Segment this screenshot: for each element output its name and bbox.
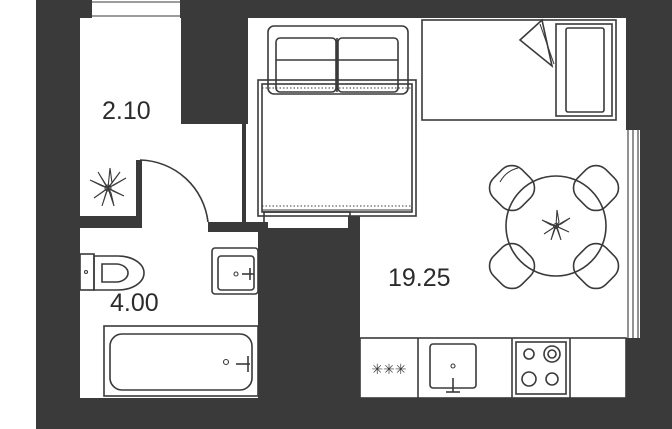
kitchen-counter: ✳✳✳ xyxy=(359,337,627,399)
inner-wall-center xyxy=(268,228,348,398)
inner-wall-hall-divider xyxy=(238,18,248,124)
chair-icon xyxy=(572,242,620,290)
area-label-hallway: 2.10 xyxy=(102,97,151,125)
floor-under-bed xyxy=(246,18,370,240)
entrance-opening xyxy=(92,0,180,18)
hob-symbol: ✳✳✳ xyxy=(371,362,406,378)
toilet-icon xyxy=(79,253,145,291)
bed-icon xyxy=(421,18,617,121)
sink-icon xyxy=(211,247,259,295)
plant-icon xyxy=(541,209,571,241)
inner-wall-hall-bottom xyxy=(80,216,142,228)
inner-wall-hall-left-lower xyxy=(136,160,142,228)
floor-bathroom xyxy=(80,228,260,398)
sink-icon xyxy=(429,343,477,393)
sofa-icon xyxy=(267,25,409,95)
inner-wall-bath-door xyxy=(208,222,258,232)
plant-icon xyxy=(89,167,127,207)
inner-wall-kitchen-left xyxy=(348,216,360,398)
chair-icon xyxy=(572,164,620,212)
dining-table-icon xyxy=(488,164,620,290)
window-icon xyxy=(626,130,640,338)
inner-wall-bath-right xyxy=(258,222,268,398)
door-icon xyxy=(139,159,209,223)
stove-icon xyxy=(515,341,567,395)
chair-icon xyxy=(488,164,536,212)
area-label-bathroom: 4.00 xyxy=(110,289,159,317)
chair-icon xyxy=(488,242,536,290)
bathtub-icon xyxy=(103,325,259,397)
radiator-icon xyxy=(189,19,233,113)
area-label-living-room: 19.25 xyxy=(388,264,451,292)
